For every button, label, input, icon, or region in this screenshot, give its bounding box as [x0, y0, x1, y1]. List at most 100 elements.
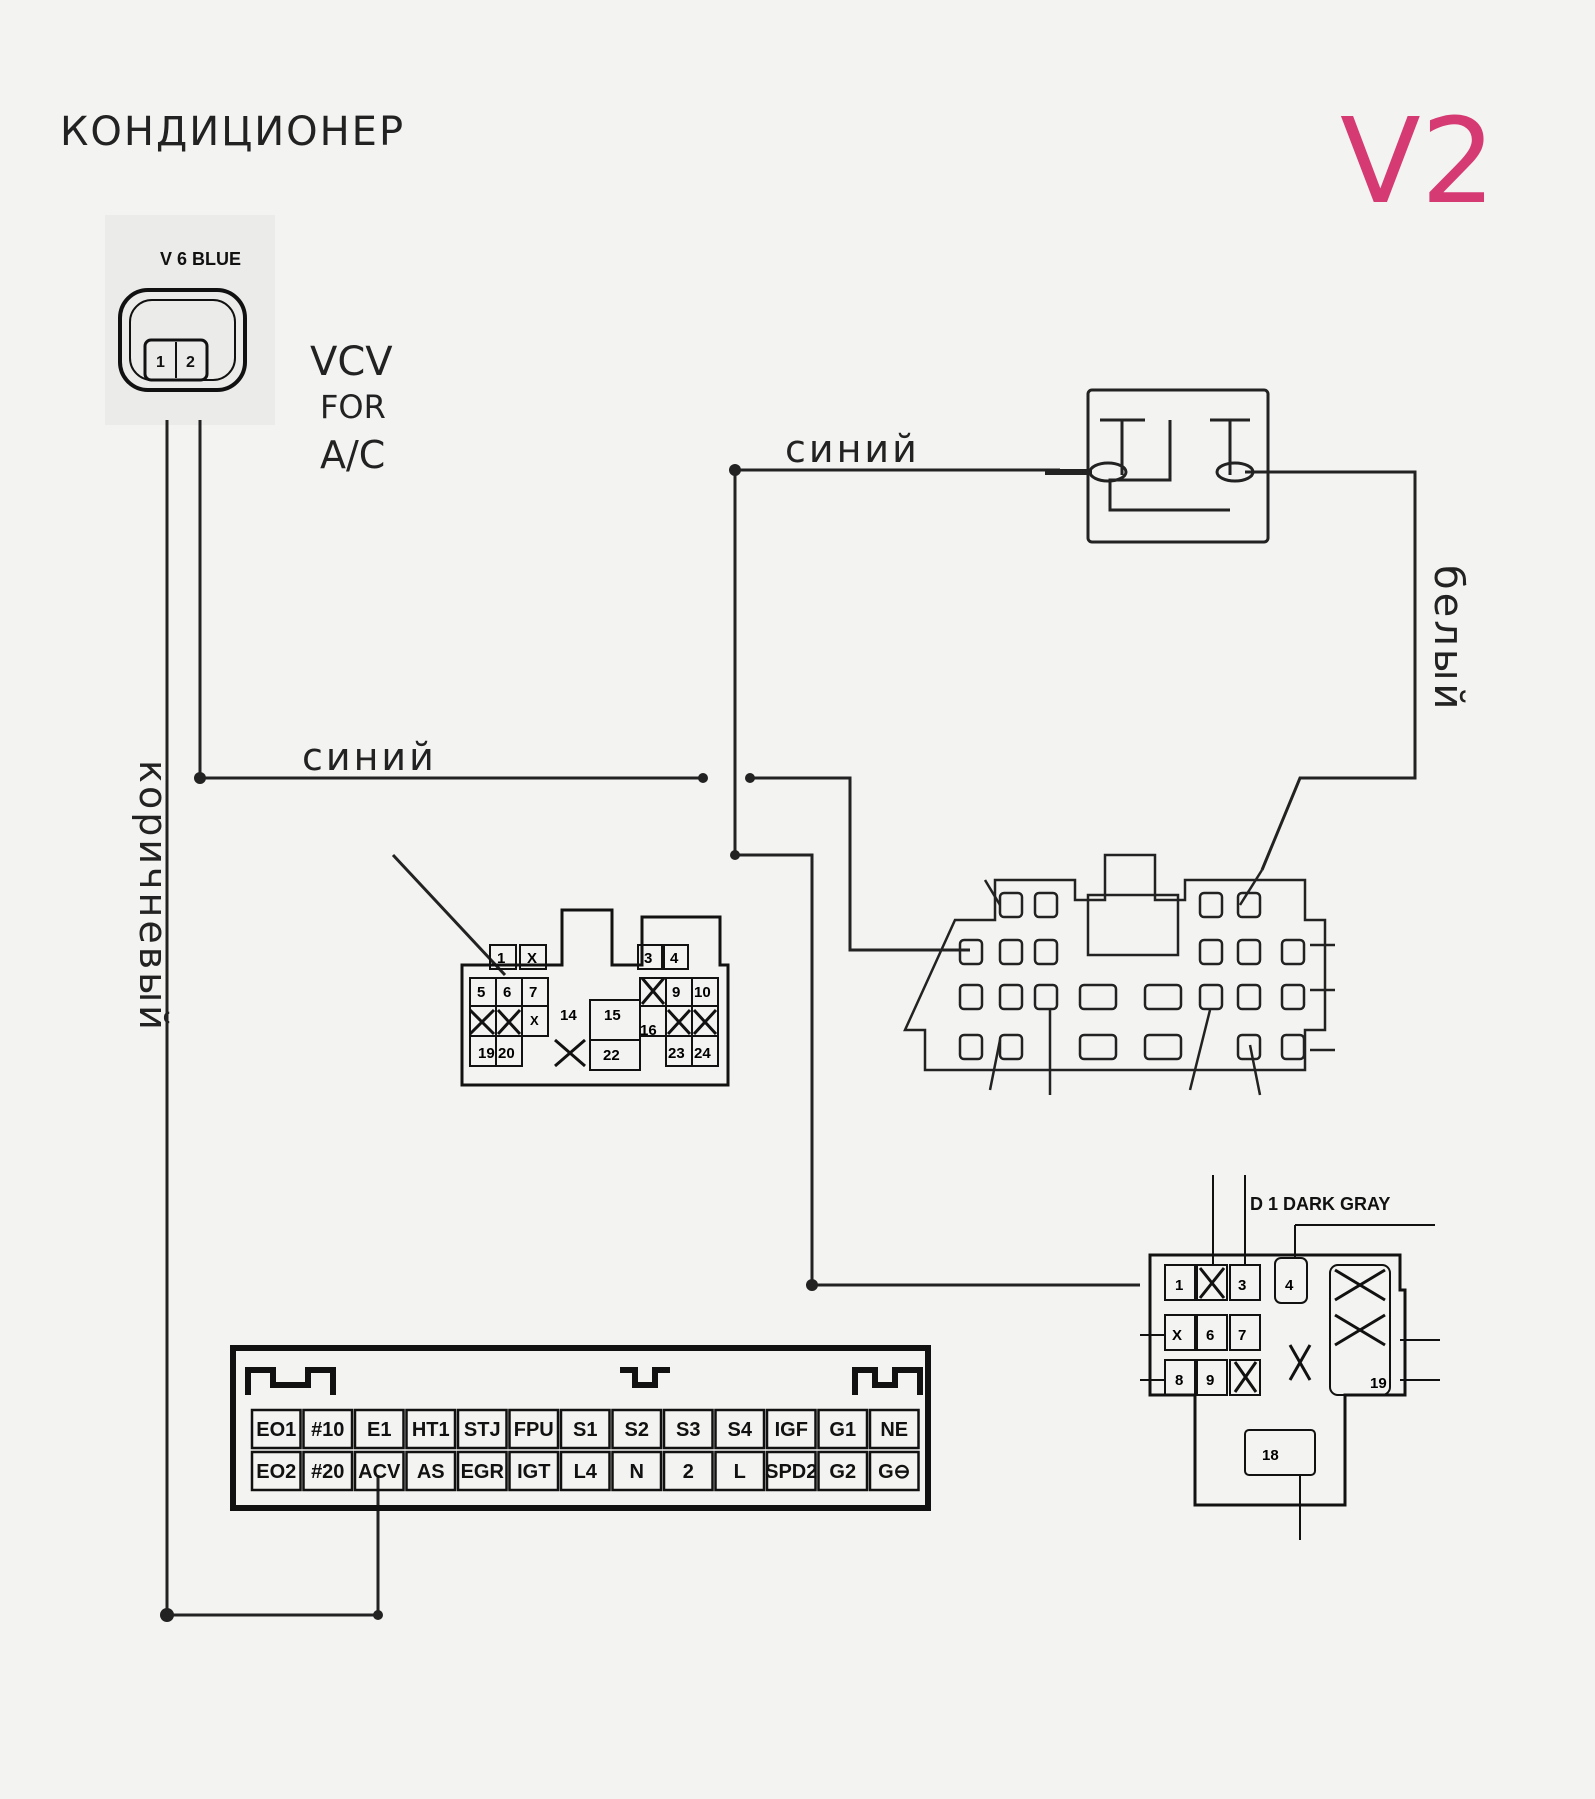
ecu-pin-cell: [611, 1450, 663, 1492]
ecu-pin-label: 2: [683, 1461, 694, 1483]
vcv-note-line2: FOR: [320, 388, 386, 426]
ecu-pin-label: S4: [728, 1419, 753, 1441]
left-pin-7: 7: [529, 984, 537, 1001]
left-connector: 1 X 3 4 5 6 7 9 10 X 14 15 16 19 20 22 2…: [460, 908, 730, 1087]
ecu-pin-cell: [508, 1408, 560, 1450]
ecu-pin-cell: [353, 1450, 405, 1492]
ecu-pin-label: S1: [573, 1419, 597, 1441]
left-pin-4: 4: [670, 950, 679, 967]
ecu-pin-label: EGR: [461, 1461, 505, 1483]
left-pin-23: 23: [668, 1045, 685, 1062]
ecu-pin-cell: [817, 1450, 869, 1492]
ecu-pin-cell: [405, 1408, 457, 1450]
ecu-pin-label: L: [734, 1461, 746, 1483]
ecu-pin-label: L4: [574, 1461, 598, 1483]
ecu-pin-cell: [456, 1450, 508, 1492]
left-pin-x: X: [527, 950, 537, 967]
d1-connector: D 1 DARK GRAY 1 3 4 X 6 7 8 9 19 18: [1140, 1175, 1440, 1540]
ecu-pin-cell: [611, 1408, 663, 1450]
ecu-pin-label: E1: [367, 1419, 391, 1441]
ecu-pin-label: IGF: [775, 1419, 808, 1441]
ac-relay: [1045, 388, 1270, 544]
ecu-pin-cell: [508, 1450, 560, 1492]
d1-pin-19: 19: [1370, 1375, 1387, 1392]
left-pin-5: 5: [477, 984, 485, 1001]
v6-pin-1: 1: [156, 354, 165, 371]
ecu-pin-label: SPD2: [765, 1461, 817, 1483]
wire-label-white: белый: [1425, 565, 1471, 712]
ecu-pin-label: N: [630, 1461, 644, 1483]
wire-label-blue-top: синий: [785, 427, 920, 471]
ecu-pin-label: STJ: [464, 1419, 501, 1441]
d1-pin-1: 1: [1175, 1277, 1183, 1294]
ecu-pin-label: FPU: [514, 1419, 554, 1441]
ecu-pin-cell: [559, 1450, 611, 1492]
left-pin-1: 1: [497, 950, 505, 967]
ecu-pin-cell: [765, 1408, 817, 1450]
ecu-pin-cell: [868, 1408, 920, 1450]
ecu-pin-cell: [868, 1450, 920, 1492]
ecu-pin-cell: [405, 1450, 457, 1492]
version-label: V2: [1340, 92, 1496, 230]
ecu-pin-cell: [765, 1450, 817, 1492]
ecu-pin-cell: [250, 1450, 302, 1492]
left-pin-19: 19: [478, 1045, 495, 1062]
ecu-pin-label: #10: [311, 1419, 344, 1441]
ecu-pin-label: EO2: [256, 1461, 296, 1483]
ecu-pin-cell: [302, 1408, 354, 1450]
d1-pin-6: 6: [1206, 1327, 1214, 1344]
ecu-pin-label: AS: [417, 1461, 445, 1483]
ecu-pin-cell: [662, 1408, 714, 1450]
left-pin-10: 10: [694, 984, 711, 1001]
vcv-note-line3: A/C: [320, 433, 385, 477]
d1-pin-9: 9: [1206, 1372, 1214, 1389]
ecu-pin-cell: [250, 1408, 302, 1450]
left-pin-14: 14: [560, 1007, 577, 1024]
left-pin-20: 20: [498, 1045, 515, 1062]
ecu-pin-label: S2: [625, 1419, 649, 1441]
wire-label-blue-mid: синий: [302, 735, 437, 779]
left-pin-3: 3: [644, 950, 652, 967]
v6-connector: V 6 BLUE 1 2: [105, 215, 275, 425]
ecu-pin-cell: [559, 1408, 611, 1450]
vcv-note-line1: VCV: [310, 339, 393, 385]
ecu-pin-label: NE: [880, 1419, 908, 1441]
d1-connector-label: D 1 DARK GRAY: [1250, 1194, 1390, 1214]
d1-pin-8: 8: [1175, 1372, 1183, 1389]
d1-pin-18: 18: [1262, 1447, 1279, 1464]
ecu-pin-cell: [714, 1408, 766, 1450]
ecu-pin-label: G⊖: [878, 1461, 910, 1483]
left-pin-9: 9: [672, 984, 680, 1001]
ecu-pin-label: EO1: [256, 1419, 296, 1441]
d1-pin-3: 3: [1238, 1277, 1246, 1294]
left-pin-24: 24: [694, 1045, 711, 1062]
main-harness-connector: [903, 853, 1335, 1096]
wire-label-brown: коричневый: [131, 760, 175, 1033]
d1-pin-x: X: [1172, 1327, 1182, 1344]
left-pin-22: 22: [603, 1047, 620, 1064]
ecu-pin-label: G2: [829, 1461, 856, 1483]
v6-connector-label: V 6 BLUE: [160, 249, 241, 269]
left-pin-16: 16: [640, 1022, 657, 1039]
d1-pin-4: 4: [1285, 1277, 1294, 1294]
ecu-pin-cell: [302, 1450, 354, 1492]
ecu-pin-cell: [456, 1408, 508, 1450]
ecu-pin-cell: [817, 1408, 869, 1450]
wire-splices: [160, 464, 818, 1622]
ecu-pin-label: G1: [829, 1419, 856, 1441]
page-title: КОНДИЦИОНЕР: [60, 109, 405, 155]
ecu-pin-cell: [353, 1408, 405, 1450]
ecu-pin-label: S3: [676, 1419, 700, 1441]
v6-pin-2: 2: [186, 354, 195, 371]
left-pin-6: 6: [503, 984, 511, 1001]
left-pin-15: 15: [604, 1007, 621, 1024]
ecu-pin-label: HT1: [412, 1419, 450, 1441]
ecu-pin-label: #20: [311, 1461, 344, 1483]
ecu-pin-cell: [714, 1450, 766, 1492]
left-pin-x2: X: [530, 1013, 539, 1028]
wires: [165, 420, 1417, 1617]
ecu-pin-cell: [662, 1450, 714, 1492]
